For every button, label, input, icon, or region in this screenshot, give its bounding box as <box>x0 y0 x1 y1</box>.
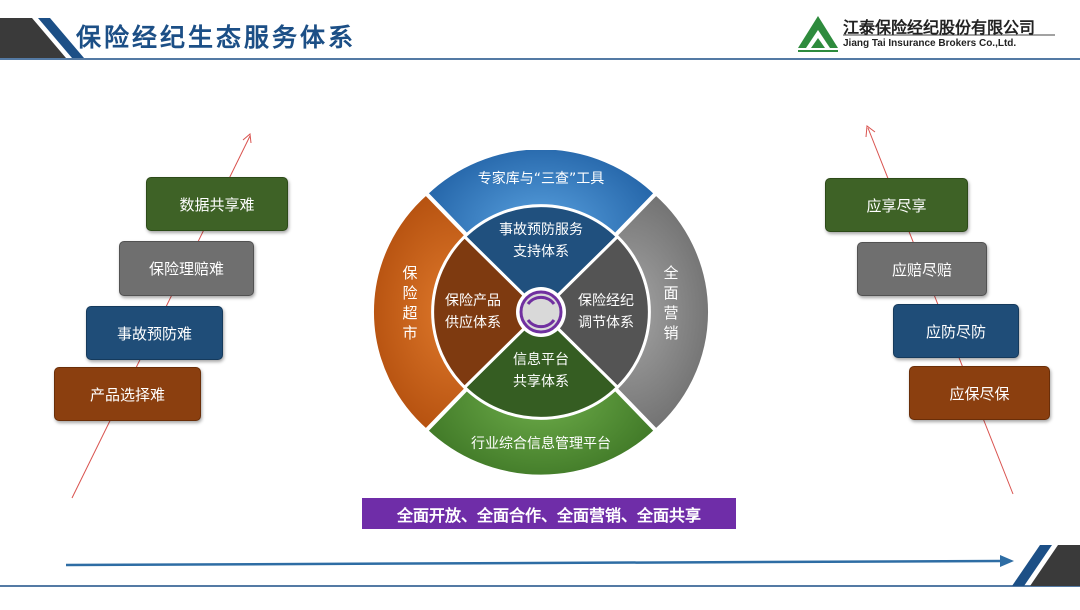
left-step-label: 数据共享难 <box>179 195 255 214</box>
left-trend-arrowhead <box>242 133 252 144</box>
left-step-label: 保险理赔难 <box>148 260 224 278</box>
right-step-coverage: 应保尽保 <box>909 366 1050 420</box>
inner-label-left-1: 保险产品 <box>445 293 501 309</box>
left-step-data-sharing: 数据共享难 <box>146 177 288 231</box>
outer-label-top: 专家库与“三查”工具 <box>478 170 605 187</box>
left-step-prevention: 事故预防难 <box>86 306 223 360</box>
right-step-label: 应防尽防 <box>925 322 986 341</box>
inner-segment-right <box>538 234 651 390</box>
inner-segment-left <box>431 234 544 390</box>
inner-segment-bottom <box>462 309 620 420</box>
right-step-label: 应享尽享 <box>866 196 927 215</box>
principles-banner: 全面开放、全面合作、全面营销、全面共享 <box>362 498 736 529</box>
company-logo-icon <box>798 16 838 52</box>
outer-label-bottom: 行业综合信息管理平台 <box>471 435 611 452</box>
inner-label-right-1: 保险经纪 <box>578 293 634 309</box>
right-step-label: 应保尽保 <box>949 384 1010 403</box>
header-stripe-dark <box>0 18 66 58</box>
left-step-label: 产品选择难 <box>89 385 165 404</box>
inner-label-right-2: 调节体系 <box>578 315 634 331</box>
inner-segment-top <box>462 204 620 315</box>
inner-label-bottom-1: 信息平台 <box>513 351 569 368</box>
left-step-label: 事故预防难 <box>116 324 192 343</box>
right-trend-arrowhead <box>865 125 876 138</box>
cycle-arrow-icon <box>526 295 556 305</box>
footer-stripe-blue <box>1012 545 1052 586</box>
inner-label-top-1: 事故预防服务 <box>499 222 583 238</box>
header-stripe-blue <box>38 18 84 58</box>
outer-label-left-3: 超 <box>402 304 417 322</box>
outer-label-right-4: 销 <box>663 324 678 342</box>
right-step-prevention: 应防尽防 <box>893 304 1019 358</box>
service-wheel: 专家库与“三查”工具 行业综合信息管理平台 保 险 超 市 全 面 营 销 事故… <box>369 150 713 479</box>
right-step-label: 应赔尽赔 <box>891 260 952 279</box>
right-step-share: 应享尽享 <box>825 178 968 232</box>
company-name-en: Jiang Tai Insurance Brokers Co.,Ltd. <box>843 38 1017 49</box>
left-step-product-selection: 产品选择难 <box>54 367 201 421</box>
outer-label-left-4: 市 <box>402 324 417 342</box>
outer-label-left-2: 险 <box>402 284 417 302</box>
outer-label-left-1: 保 <box>402 264 417 282</box>
right-step-claims: 应赔尽赔 <box>857 242 987 296</box>
outer-label-right-2: 面 <box>663 284 678 302</box>
left-step-claims: 保险理赔难 <box>119 241 254 296</box>
page-title: 保险经纪生态服务体系 <box>76 23 357 52</box>
footer-stripe-dark <box>1030 545 1080 586</box>
cycle-arrow-icon <box>526 319 556 329</box>
inner-label-top-2: 支持体系 <box>513 244 569 260</box>
bottom-arrow-line <box>65 559 1001 567</box>
inner-label-left-2: 供应体系 <box>445 314 501 331</box>
inner-label-bottom-2: 共享体系 <box>513 373 569 390</box>
bottom-arrow-head <box>1000 555 1014 567</box>
outer-label-right-3: 营 <box>663 304 678 322</box>
wheel-inner-ring <box>431 204 651 420</box>
outer-label-right-1: 全 <box>663 264 678 282</box>
company-name-cn: 江泰保险经纪股份有限公司 <box>843 18 1036 37</box>
wheel-center-hub <box>516 287 566 337</box>
